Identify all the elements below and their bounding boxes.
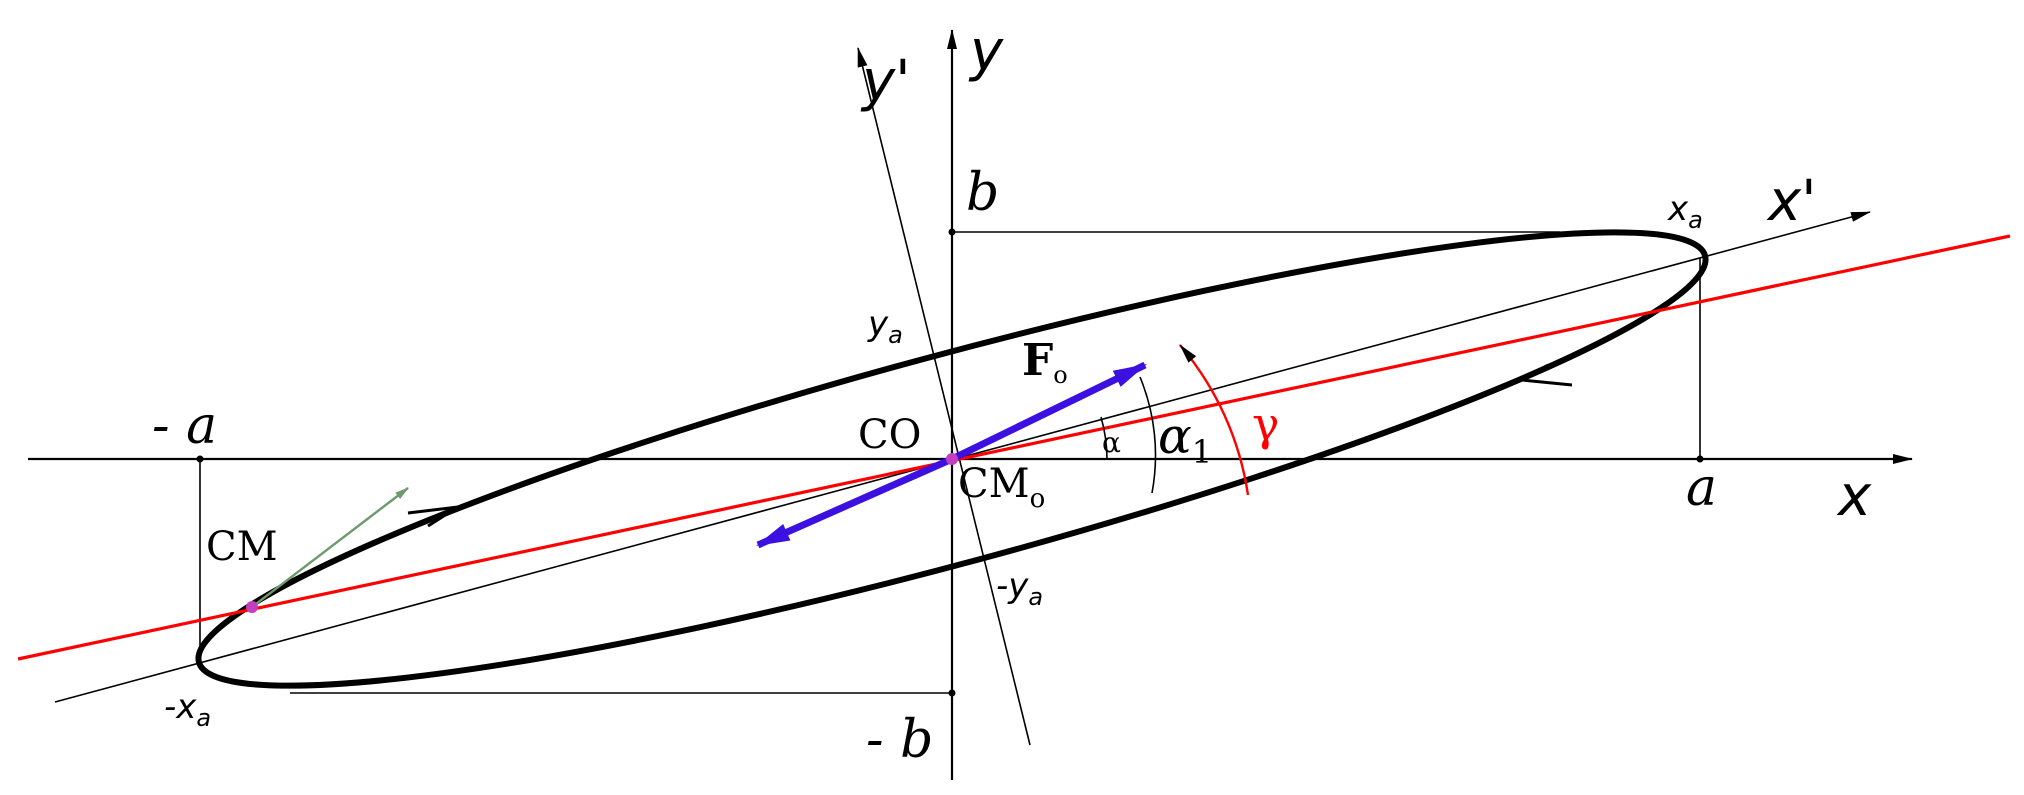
cm-o-label: CMo xyxy=(958,461,1045,514)
y-axis-label: y xyxy=(968,19,1004,84)
force-arrow-up xyxy=(950,361,1148,463)
alpha1-arc xyxy=(1139,376,1157,494)
alpha-arc xyxy=(1100,416,1108,460)
tick-b xyxy=(948,228,956,236)
red-line xyxy=(17,234,2011,661)
a-right-label: a xyxy=(1686,458,1717,518)
ya-neg-label: -ya xyxy=(996,566,1043,611)
orbit-ellipse xyxy=(195,229,1709,689)
x-axis-label: x xyxy=(1836,464,1872,529)
b-top-label: b xyxy=(966,163,999,223)
cm-label: CM xyxy=(206,524,278,570)
orbit-direction-right xyxy=(1517,363,1573,387)
gamma-label: γ xyxy=(1252,397,1280,451)
y-prime-axis xyxy=(857,47,1031,746)
tick-minus-b xyxy=(948,689,956,697)
force-arrow-down xyxy=(755,455,954,549)
center-dot xyxy=(946,453,958,465)
ya-pos-label: ya xyxy=(867,304,903,349)
alpha1-label: α1 xyxy=(1158,407,1212,471)
x-prime-axis-label: x' xyxy=(1766,169,1817,234)
y-prime-axis-label: y' xyxy=(860,49,911,114)
tick-a xyxy=(1696,455,1704,463)
a-left-label: - a xyxy=(152,396,217,456)
orbit-direction-top xyxy=(407,505,459,528)
tick-minus-a xyxy=(196,455,204,463)
alpha-label: α xyxy=(1102,426,1121,459)
xa-pos-label: xa xyxy=(1667,189,1703,234)
xa-neg-label: -xa xyxy=(164,687,211,732)
force-label: Fo xyxy=(1022,335,1068,389)
cm-dot xyxy=(246,601,258,613)
velocity-arrow xyxy=(251,487,409,608)
gamma-arc xyxy=(1179,344,1250,496)
co-label: CO xyxy=(858,412,921,458)
b-bottom-label: - b xyxy=(866,710,933,770)
